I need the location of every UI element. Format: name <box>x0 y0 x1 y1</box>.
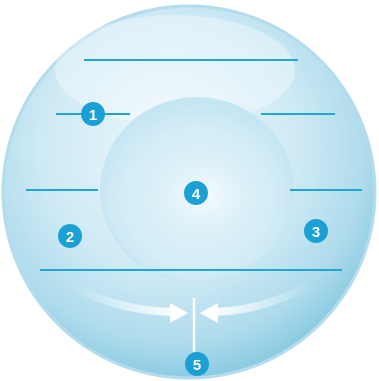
marker-3-label: 3 <box>312 224 320 241</box>
marker-2-label: 2 <box>66 229 74 246</box>
marker-2: 2 <box>58 224 82 248</box>
marker-1: 1 <box>81 102 105 126</box>
marker-4-label: 4 <box>192 186 201 203</box>
marker-3: 3 <box>304 219 328 243</box>
marker-4: 4 <box>184 181 208 205</box>
marker-5-label: 5 <box>193 357 201 374</box>
marker-5: 5 <box>185 352 209 376</box>
marker-1-label: 1 <box>89 107 97 124</box>
